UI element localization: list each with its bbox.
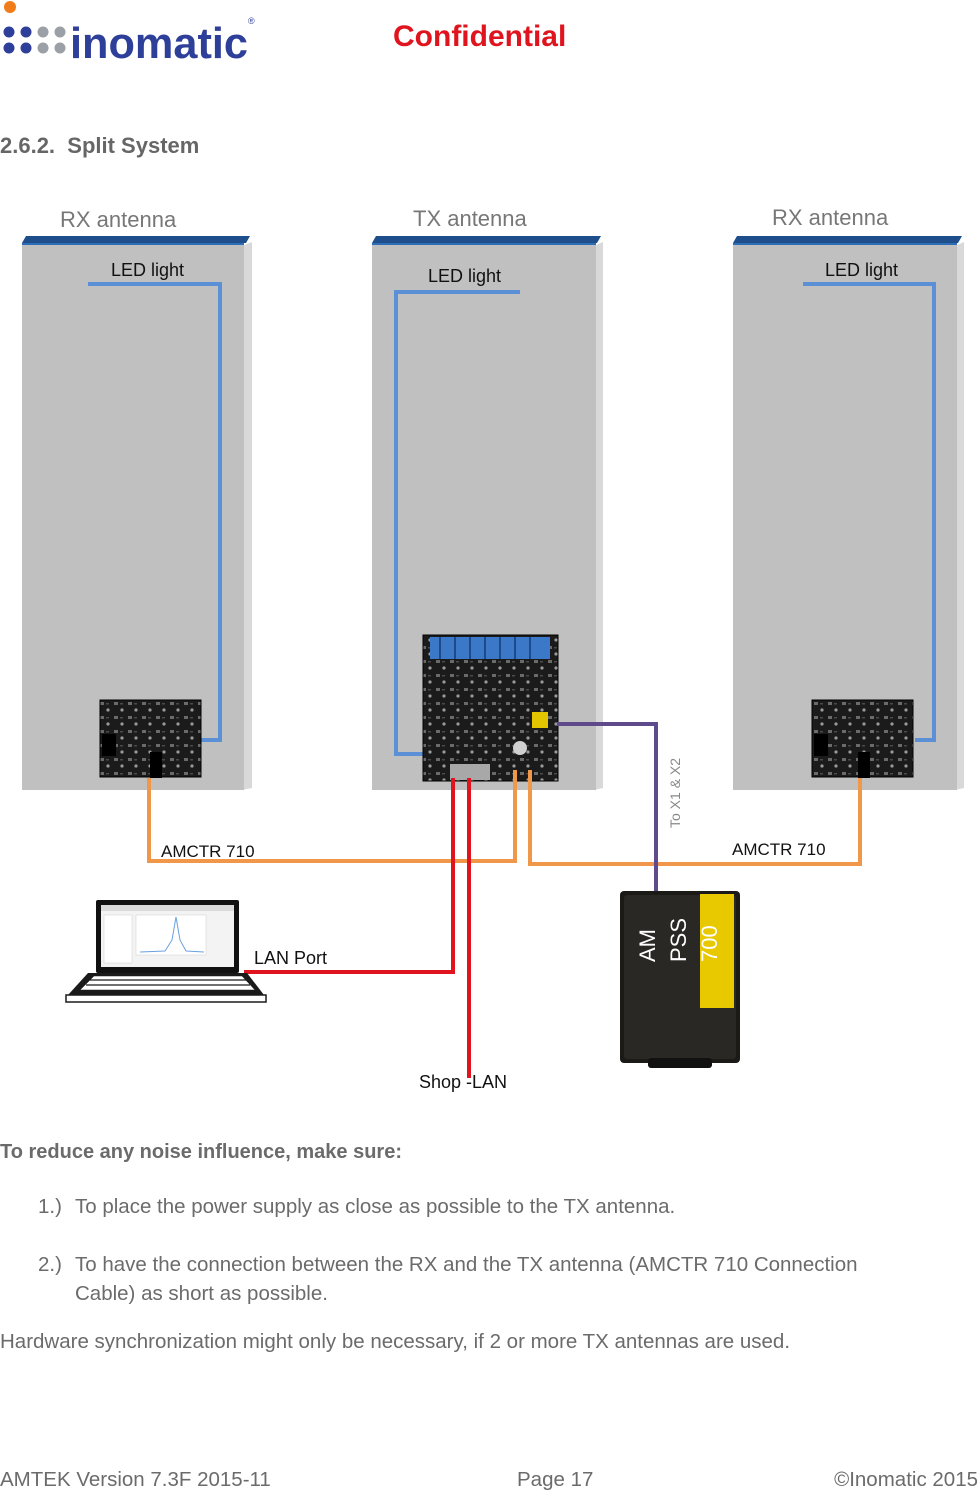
led-light-label-right: LED light [825,260,898,280]
amctr-label-right: AMCTR 710 [732,840,826,859]
led-light-label-center: LED light [428,266,501,286]
led-cable-right [803,282,936,742]
rx-board-left [99,699,202,778]
rx-board-right [811,699,914,778]
led-cable-center [394,290,520,756]
lan-cable-laptop [244,778,455,974]
registered-mark: ® [248,16,255,26]
tx-board [422,634,559,782]
amctr-cable-right [528,770,862,866]
rx-antenna-left-label: RX antenna [60,207,177,232]
inomatic-logo: inomatic ® [3,1,255,62]
led-cable-left [88,282,222,742]
power-supply: AM PSS 700 [620,891,740,1068]
section-heading: 2.6.2. Split System [0,133,199,159]
to-x1-x2-label: To X1 & X2 [667,758,683,828]
psu-label-model: 700 [697,925,722,962]
rx-antenna-left [22,236,252,790]
laptop-icon [65,900,267,1003]
amctr-cable-left [147,770,517,863]
list-item-text: To place the power supply as close as po… [75,1195,676,1218]
section-title: Split System [67,133,200,158]
noise-heading: To reduce any noise influence, make sure… [0,1141,402,1163]
psu-label-pss: PSS [666,918,691,962]
list-item-text: To have the connection between the RX an… [75,1253,858,1305]
lan-port-label: LAN Port [254,948,327,968]
confidential-label: Confidential [393,20,567,53]
rx-antenna-right [733,236,964,790]
list-item-number: 1.) [38,1195,62,1218]
split-system-diagram: AM PSS 700 RX antenna TX antenna RX ante… [22,205,964,1092]
footer-copyright: ©Inomatic 2015 [834,1468,978,1491]
footer-version: AMTEK Version 7.3F 2015-11 [0,1468,271,1491]
led-light-label-left: LED light [111,260,184,280]
list-item-number: 2.) [38,1253,62,1276]
tx-antenna-label: TX antenna [413,206,528,231]
section-number: 2.6.2. [0,133,56,158]
amctr-label-left: AMCTR 710 [161,842,255,861]
shop-lan-label: Shop -LAN [419,1072,507,1092]
rx-antenna-right-label: RX antenna [772,205,889,230]
logo-wordmark: inomatic [70,19,248,62]
list-item: 1.) To place the power supply as close as… [38,1192,925,1221]
hardware-sync-note: Hardware synchronization might only be n… [0,1330,791,1353]
list-item: 2.) To have the connection between the RX… [38,1250,915,1308]
footer-page-number: Page 17 [517,1468,594,1491]
psu-label-am: AM [635,929,660,962]
sync-cable [557,722,658,892]
